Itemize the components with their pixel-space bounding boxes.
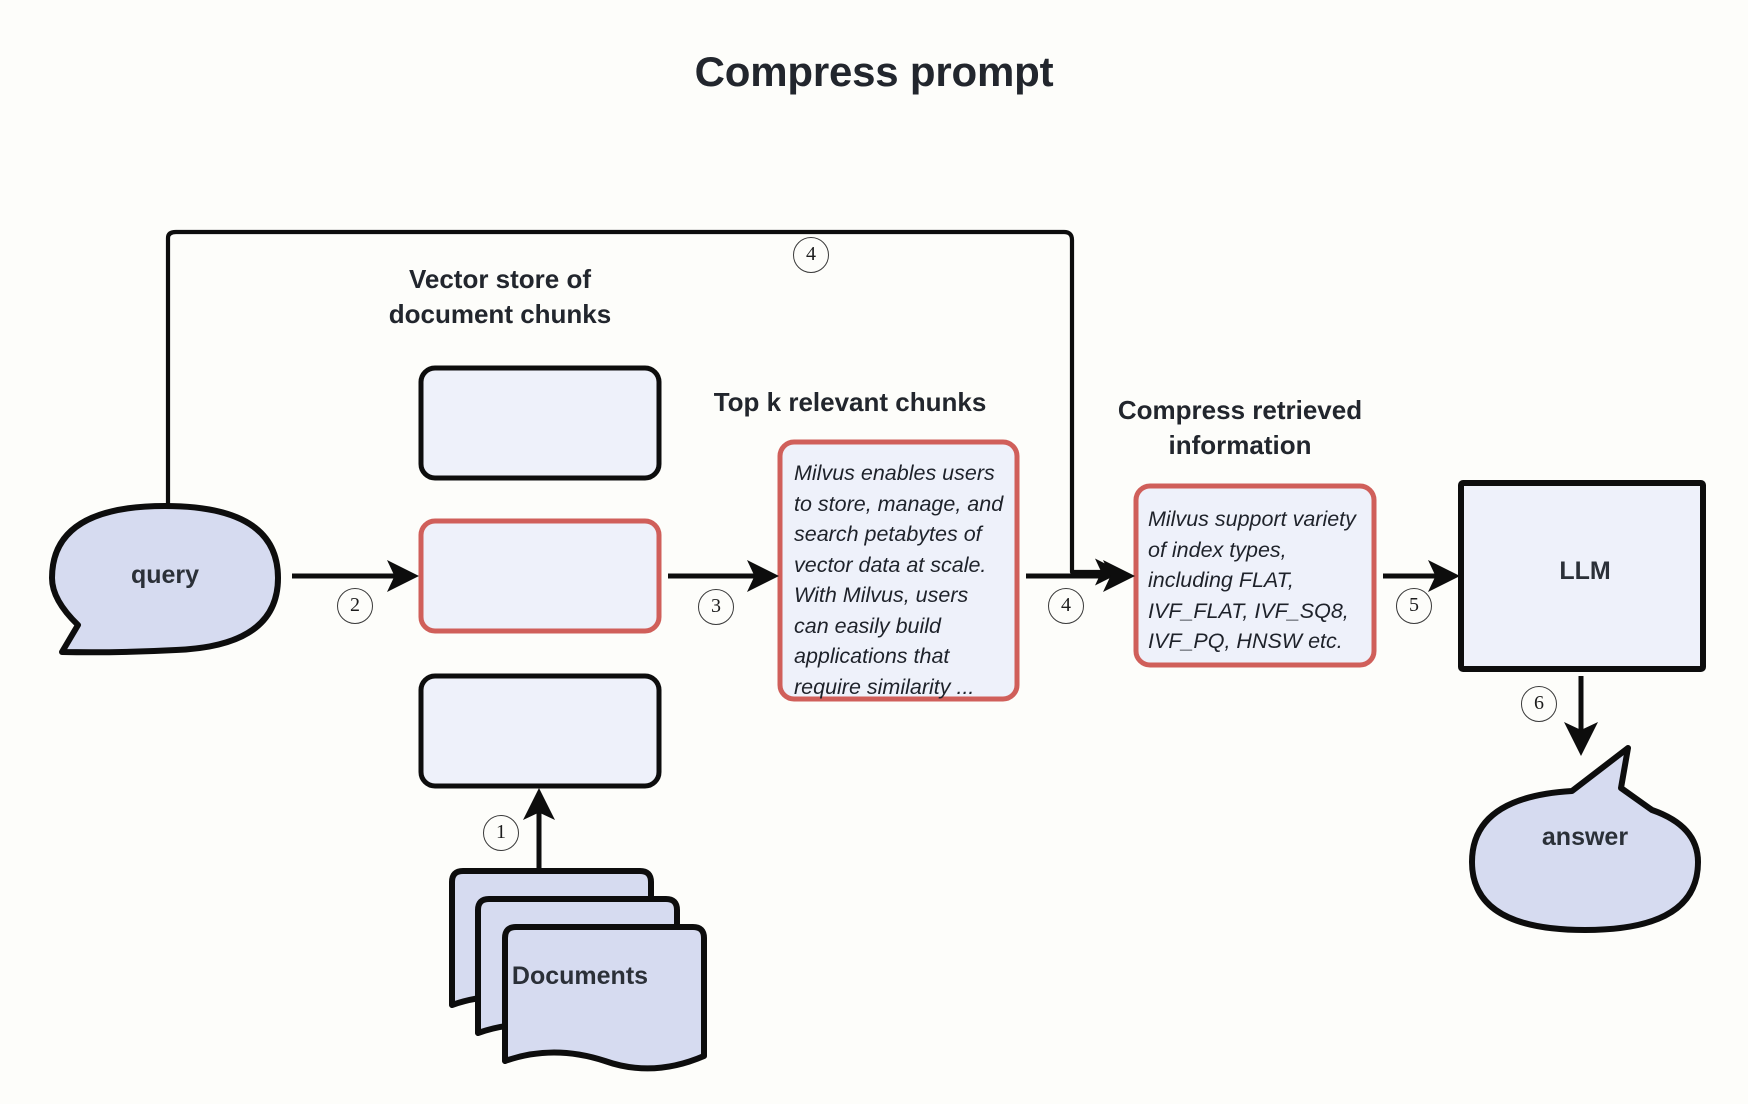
compressed-card[interactable] [1133,483,1377,668]
llm-box[interactable] [1458,480,1706,672]
caption-top-k: Top k relevant chunks [713,387,987,417]
documents-stack[interactable] [449,868,707,1072]
step-badge-4-feedback: 4 [793,237,829,273]
caption-vector-store: Vector store of document chunks [388,264,612,330]
topk-chunk-card[interactable] [777,439,1020,702]
step-badge-5: 5 [1396,588,1432,624]
step-badge-4-forward: 4 [1048,588,1084,624]
vector-slot-bottom[interactable] [418,673,662,789]
vector-slot-top[interactable] [418,365,662,481]
step-badge-6: 6 [1521,686,1557,722]
step-badge-1: 1 [483,815,519,851]
caption-compress: Compress retrieved information [1117,395,1363,461]
answer-bubble[interactable] [1469,745,1701,933]
query-bubble[interactable] [49,503,281,656]
topk-chunk-text: Milvus enables users to store, manage, a… [794,461,1004,699]
edge-query-to-compress [165,229,1122,586]
vector-slot-middle[interactable] [418,518,662,634]
page-title: Compress prompt [694,48,1054,95]
step-badge-2: 2 [337,588,373,624]
compressed-chunk-text: Milvus support variety of index types, i… [1148,507,1356,654]
step-badge-3: 3 [698,589,734,625]
